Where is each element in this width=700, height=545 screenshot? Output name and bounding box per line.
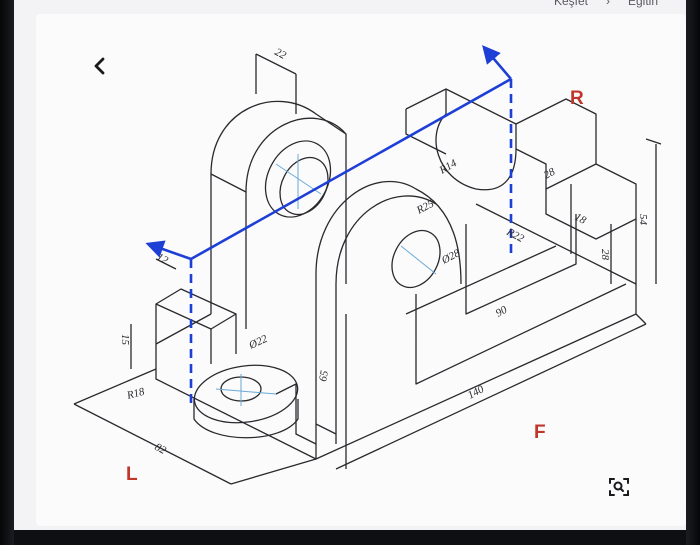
visual-search-icon bbox=[609, 478, 629, 496]
dim-r22: R22 bbox=[504, 226, 527, 246]
dim-15: 15 bbox=[119, 334, 131, 346]
dim-18: 18 bbox=[573, 211, 589, 227]
dim-r18: R18 bbox=[125, 386, 147, 403]
visual-search-button[interactable] bbox=[604, 472, 634, 502]
breadcrumb-item-egitin[interactable]: Eğitin bbox=[627, 0, 658, 8]
dim-140: 140 bbox=[466, 383, 487, 402]
view-label-left: L bbox=[126, 464, 138, 485]
dim-54: 54 bbox=[637, 214, 649, 226]
device-bezel-left bbox=[0, 0, 14, 545]
breadcrumb-separator: › bbox=[605, 0, 610, 8]
dim-dia28: Ø28 bbox=[439, 247, 463, 267]
dim-dia22: Ø22 bbox=[246, 333, 270, 353]
dim-22-top: 22 bbox=[273, 46, 289, 62]
drawing-image: 22 R14 R25 R22 Ø28 28 18 54 28 12 15 Ø22… bbox=[36, 14, 686, 526]
back-button[interactable] bbox=[86, 52, 114, 80]
dim-28-top: 28 bbox=[542, 166, 558, 182]
dim-65: 65 bbox=[317, 369, 331, 382]
device-bezel-right bbox=[686, 0, 700, 545]
view-label-front: F bbox=[534, 422, 546, 443]
dim-28-side: 28 bbox=[599, 249, 611, 261]
dim-90: 90 bbox=[494, 304, 510, 320]
view-label-right: R bbox=[570, 88, 584, 109]
chevron-left-icon bbox=[94, 57, 105, 75]
breadcrumb: Keşfet › Eğitin bbox=[554, 0, 658, 8]
breadcrumb-item-kesfet[interactable]: Keşfet bbox=[553, 0, 588, 8]
isometric-drawing: 22 R14 R25 R22 Ø28 28 18 54 28 12 15 Ø22… bbox=[73, 45, 662, 485]
screen: Keşfet › Eğitin bbox=[14, 0, 686, 530]
dim-82: 82 bbox=[153, 441, 169, 457]
